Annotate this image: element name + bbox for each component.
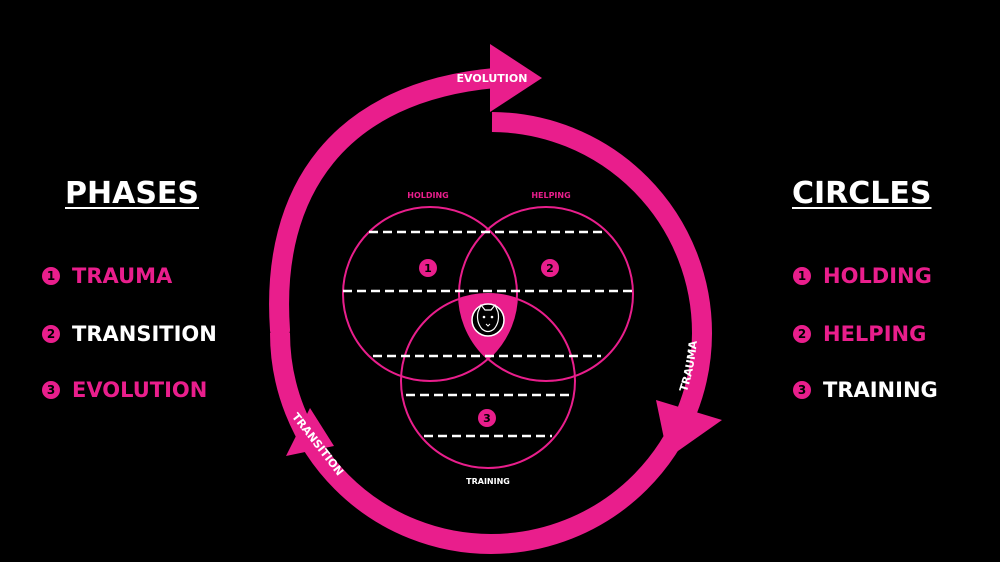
circle-label: TRAINING	[823, 378, 938, 402]
number-badge: 1	[793, 267, 811, 285]
number-badge: 1	[42, 267, 60, 285]
number-badge: 2	[793, 325, 811, 343]
number-badge: 3	[793, 381, 811, 399]
helping-circle	[458, 206, 634, 382]
training-circle	[400, 293, 576, 469]
phase-label: EVOLUTION	[72, 378, 208, 402]
phase-item-evolution: 3 EVOLUTION	[42, 378, 207, 402]
training-number-badge: 3	[478, 409, 496, 427]
holding-number-badge: 1	[419, 259, 437, 277]
helping-label: HELPING	[531, 191, 570, 200]
holding-label: HOLDING	[407, 191, 448, 200]
phases-heading: PHASES	[65, 176, 200, 211]
circle-item-holding: 1 HOLDING	[793, 264, 932, 288]
phase-label: TRAUMA	[72, 264, 173, 288]
circle-label: HOLDING	[823, 264, 932, 288]
phase-item-transition: 2 TRANSITION	[42, 322, 217, 346]
circle-label: HELPING	[823, 322, 927, 346]
outer-ring	[270, 112, 712, 554]
evolution-arrow-label: EVOLUTION	[457, 72, 528, 85]
number-badge: 2	[42, 325, 60, 343]
training-label: TRAINING	[466, 477, 510, 486]
circle-item-training: 3 TRAINING	[793, 378, 938, 402]
evolution-arrowhead	[490, 44, 542, 112]
svg-text:3: 3	[483, 412, 491, 425]
evolution-arrow-band	[269, 68, 505, 340]
leopard-head-icon	[471, 303, 505, 337]
circles-heading: CIRCLES	[792, 176, 932, 211]
dashed-lines	[343, 230, 632, 438]
number-badge: 3	[42, 381, 60, 399]
svg-text:1: 1	[424, 262, 432, 275]
circle-item-helping: 2 HELPING	[793, 322, 926, 346]
svg-text:2: 2	[546, 262, 554, 275]
trauma-arrowhead	[656, 400, 722, 458]
phase-item-trauma: 1 TRAUMA	[42, 264, 172, 288]
transition-arrowhead	[286, 408, 334, 456]
holding-circle	[342, 206, 518, 382]
phase-label: TRANSITION	[72, 322, 217, 346]
helping-number-badge: 2	[541, 259, 559, 277]
